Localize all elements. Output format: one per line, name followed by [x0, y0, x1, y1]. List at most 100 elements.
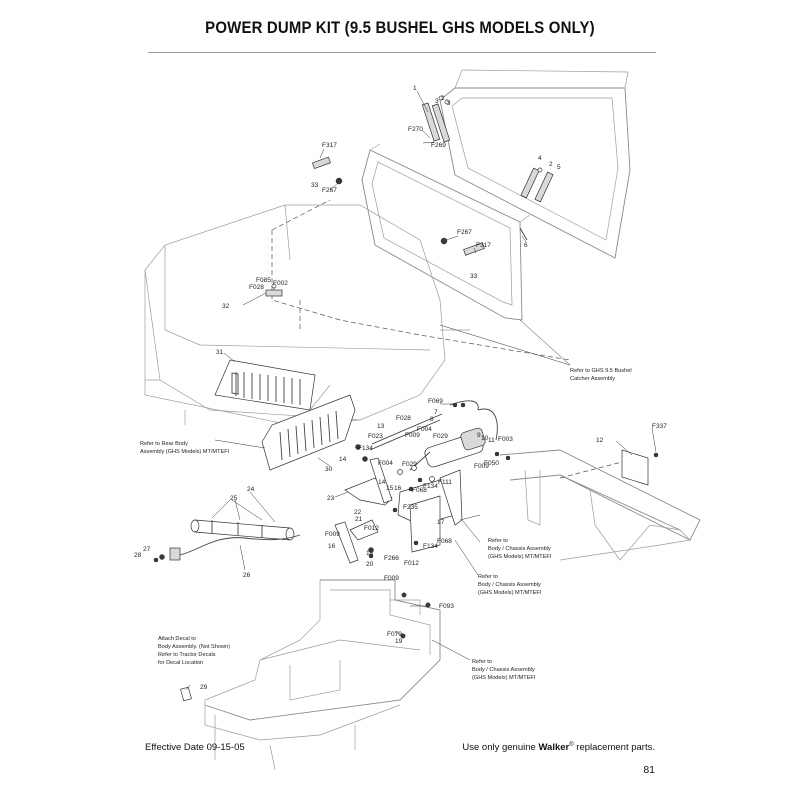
grille-panel-31: [214, 359, 331, 411]
callout-28: 28: [134, 552, 142, 559]
note-ref-catcher-line1: Refer to GHS 9.5 Bushel: [570, 368, 632, 374]
callout-f002: F002: [273, 280, 288, 287]
callout-f009: F009: [405, 432, 420, 439]
callout-30: 30: [325, 466, 333, 473]
callout-27: 27: [143, 546, 151, 553]
callout-f134: F134: [358, 445, 373, 452]
callout-f009: F009: [325, 531, 340, 538]
note-ref-rear-line2: Assembly (GHS Models) MT/MTEFI: [140, 449, 230, 455]
callout-f134: F134: [423, 483, 438, 490]
callout-4: 4: [538, 155, 542, 162]
callout-f012: F012: [404, 560, 419, 567]
page-title: POWER DUMP KIT (9.5 BUSHEL GHS MODELS ON…: [205, 18, 595, 37]
callout-33: 33: [311, 182, 319, 189]
note-decal-line1: Attach Decal to: [158, 636, 196, 642]
grille-panel-30: [261, 394, 356, 471]
callout-f134: F134: [423, 543, 438, 550]
decal-29: [180, 686, 192, 702]
callout-15: 15: [386, 485, 394, 492]
registered-mark: ®: [569, 742, 574, 748]
callout-7: 7: [434, 409, 438, 416]
pivot-shaft-13: [369, 413, 443, 451]
catcher-frame-front: [361, 143, 531, 321]
callout-18: 18: [366, 550, 374, 557]
note-ref-chassis-b-line2: Body / Chassis Assembly: [478, 582, 541, 588]
callout-12: 12: [596, 437, 604, 444]
callout-26: 26: [243, 572, 251, 579]
callout-f093: F093: [439, 603, 454, 610]
note-decal-line4: for Decal Location: [158, 660, 203, 666]
bolt-f093: [425, 602, 431, 608]
callout-f009: F009: [474, 463, 489, 470]
reference-line-catcher: [271, 230, 571, 361]
callout-1: 1: [413, 85, 417, 92]
callout-f235: F235: [403, 504, 418, 511]
note-ref-chassis-a-line3: (GHS Models) MT/MTEFI: [488, 554, 552, 560]
callout-f337: F337: [652, 423, 667, 430]
note-ref-chassis-c-line3: (GHS Models) MT/MTEFI: [472, 675, 536, 681]
note-ref-chassis-c-line1: Refer to: [472, 659, 492, 665]
callout-17: 17: [437, 519, 445, 526]
callout-f050: F050: [484, 460, 499, 467]
callout-19: 19: [395, 638, 403, 645]
catcher-frame-rear: [439, 69, 631, 259]
callout-f023: F023: [368, 433, 383, 440]
note-ref-chassis-b-line3: (GHS Models) MT/MTEFI: [478, 590, 542, 596]
callout-f266: F266: [384, 555, 399, 562]
reference-line-upper: [271, 199, 331, 231]
callout-23: 23: [327, 495, 335, 502]
callout-f111: F111: [438, 479, 452, 486]
callout-f068: F068: [412, 487, 427, 494]
washer-f267-lower: [440, 237, 448, 245]
small-hardware: [355, 402, 511, 559]
callout-33: 33: [470, 273, 478, 280]
callout-14: 14: [378, 479, 386, 486]
callout-20: 20: [366, 561, 374, 568]
callout-f004: F004: [417, 426, 432, 433]
footer-prefix: Use only genuine: [462, 742, 539, 754]
title-rule: [148, 52, 656, 53]
brand-name: Walker: [538, 742, 570, 754]
callout-13: 13: [377, 423, 385, 430]
hinge-bracket-middle: [520, 167, 554, 203]
cross-brace-12: [499, 449, 701, 561]
note-ref-chassis-b-line1: Refer to: [478, 574, 498, 580]
lift-arm-23: [344, 457, 393, 506]
note-decal-line2: Body Assembly. (Not Shown): [158, 644, 230, 650]
chassis-frame: [204, 579, 441, 771]
callout-32: 32: [222, 303, 230, 310]
callout-f317: F317: [322, 142, 337, 149]
note-ref-rear-line1: Refer to Rear Body: [140, 441, 188, 447]
callout-f029: F029: [402, 461, 417, 468]
callout-24: 24: [247, 486, 255, 493]
washer-f267-upper: [335, 177, 343, 185]
callout-8: 8: [430, 416, 434, 423]
pin-6: [519, 227, 528, 241]
callout-f269: F269: [431, 142, 446, 149]
note-ref-chassis-c-line2: Body / Chassis Assembly: [472, 667, 535, 673]
leader-lines: [185, 90, 657, 691]
callout-f317: F317: [476, 242, 491, 249]
callout-f267: F267: [457, 229, 472, 236]
callout-f270: F270: [408, 126, 423, 133]
note-decal-line3: Refer to Tractor Decals: [158, 652, 216, 658]
lever-21: [334, 519, 379, 564]
note-ref-chassis-a-line2: Body / Chassis Assembly: [488, 546, 551, 552]
callout-5: 5: [557, 164, 561, 171]
callout-10: 10: [481, 435, 489, 442]
note-ref-chassis-a-line1: Refer to: [488, 538, 508, 544]
callout-f085: F085: [256, 277, 271, 284]
callout-14: 14: [339, 456, 347, 463]
callout-f068: F068: [437, 538, 452, 545]
effective-date: Effective Date 09-15-05: [145, 742, 245, 753]
callout-29: 29: [200, 684, 208, 691]
callout-f003: F003: [498, 436, 513, 443]
callout-f028: F028: [396, 415, 411, 422]
callout-21: 21: [355, 516, 363, 523]
callout-9: 9: [477, 432, 481, 439]
page-number: 81: [643, 764, 655, 776]
hinge-bracket-upper: [421, 95, 451, 143]
callout-16: 16: [394, 485, 402, 492]
